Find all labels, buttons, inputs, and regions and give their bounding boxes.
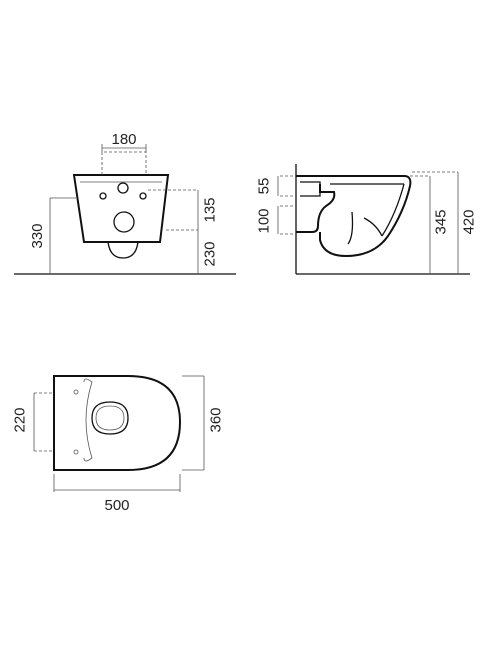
front-fixing-dash — [101, 151, 147, 175]
front-dim-135-label: 135 — [202, 197, 219, 222]
side-bowl-rim — [296, 175, 412, 258]
top-dim-220-label: 220 — [12, 407, 29, 432]
front-bowl-outline — [72, 174, 170, 243]
side-dim-100-label: 100 — [256, 208, 273, 233]
front-hole-right — [139, 192, 147, 200]
side-bowl-inner — [330, 183, 405, 245]
top-bowl-opening-inner — [95, 405, 125, 431]
top-bowl-opening — [91, 401, 129, 435]
front-dim-330-label: 330 — [29, 223, 46, 248]
top-mark-upper — [73, 389, 79, 395]
top-mark-lower — [73, 449, 79, 455]
front-drain-hole — [113, 211, 135, 233]
top-dim-500-label: 500 — [104, 497, 129, 514]
side-view: 55 100 345 420 — [256, 164, 478, 275]
top-view: 220 360 500 — [12, 375, 225, 514]
front-bowl-base — [107, 241, 139, 259]
top-inner-rim — [83, 378, 93, 462]
front-dim-180-label: 180 — [111, 131, 136, 148]
front-hole-top — [117, 182, 129, 194]
top-bowl-outline — [53, 375, 182, 471]
side-dim-55-label: 55 — [256, 178, 273, 195]
top-dim-360-label: 360 — [208, 407, 225, 432]
side-dim-420-label: 420 — [461, 209, 478, 234]
front-hole-left — [99, 192, 107, 200]
side-inlet — [300, 181, 321, 197]
side-trap — [296, 184, 336, 233]
front-dim-230-label: 230 — [202, 241, 219, 266]
side-dim-345-label: 345 — [433, 209, 450, 234]
front-view: 180 330 135 230 — [14, 131, 236, 275]
